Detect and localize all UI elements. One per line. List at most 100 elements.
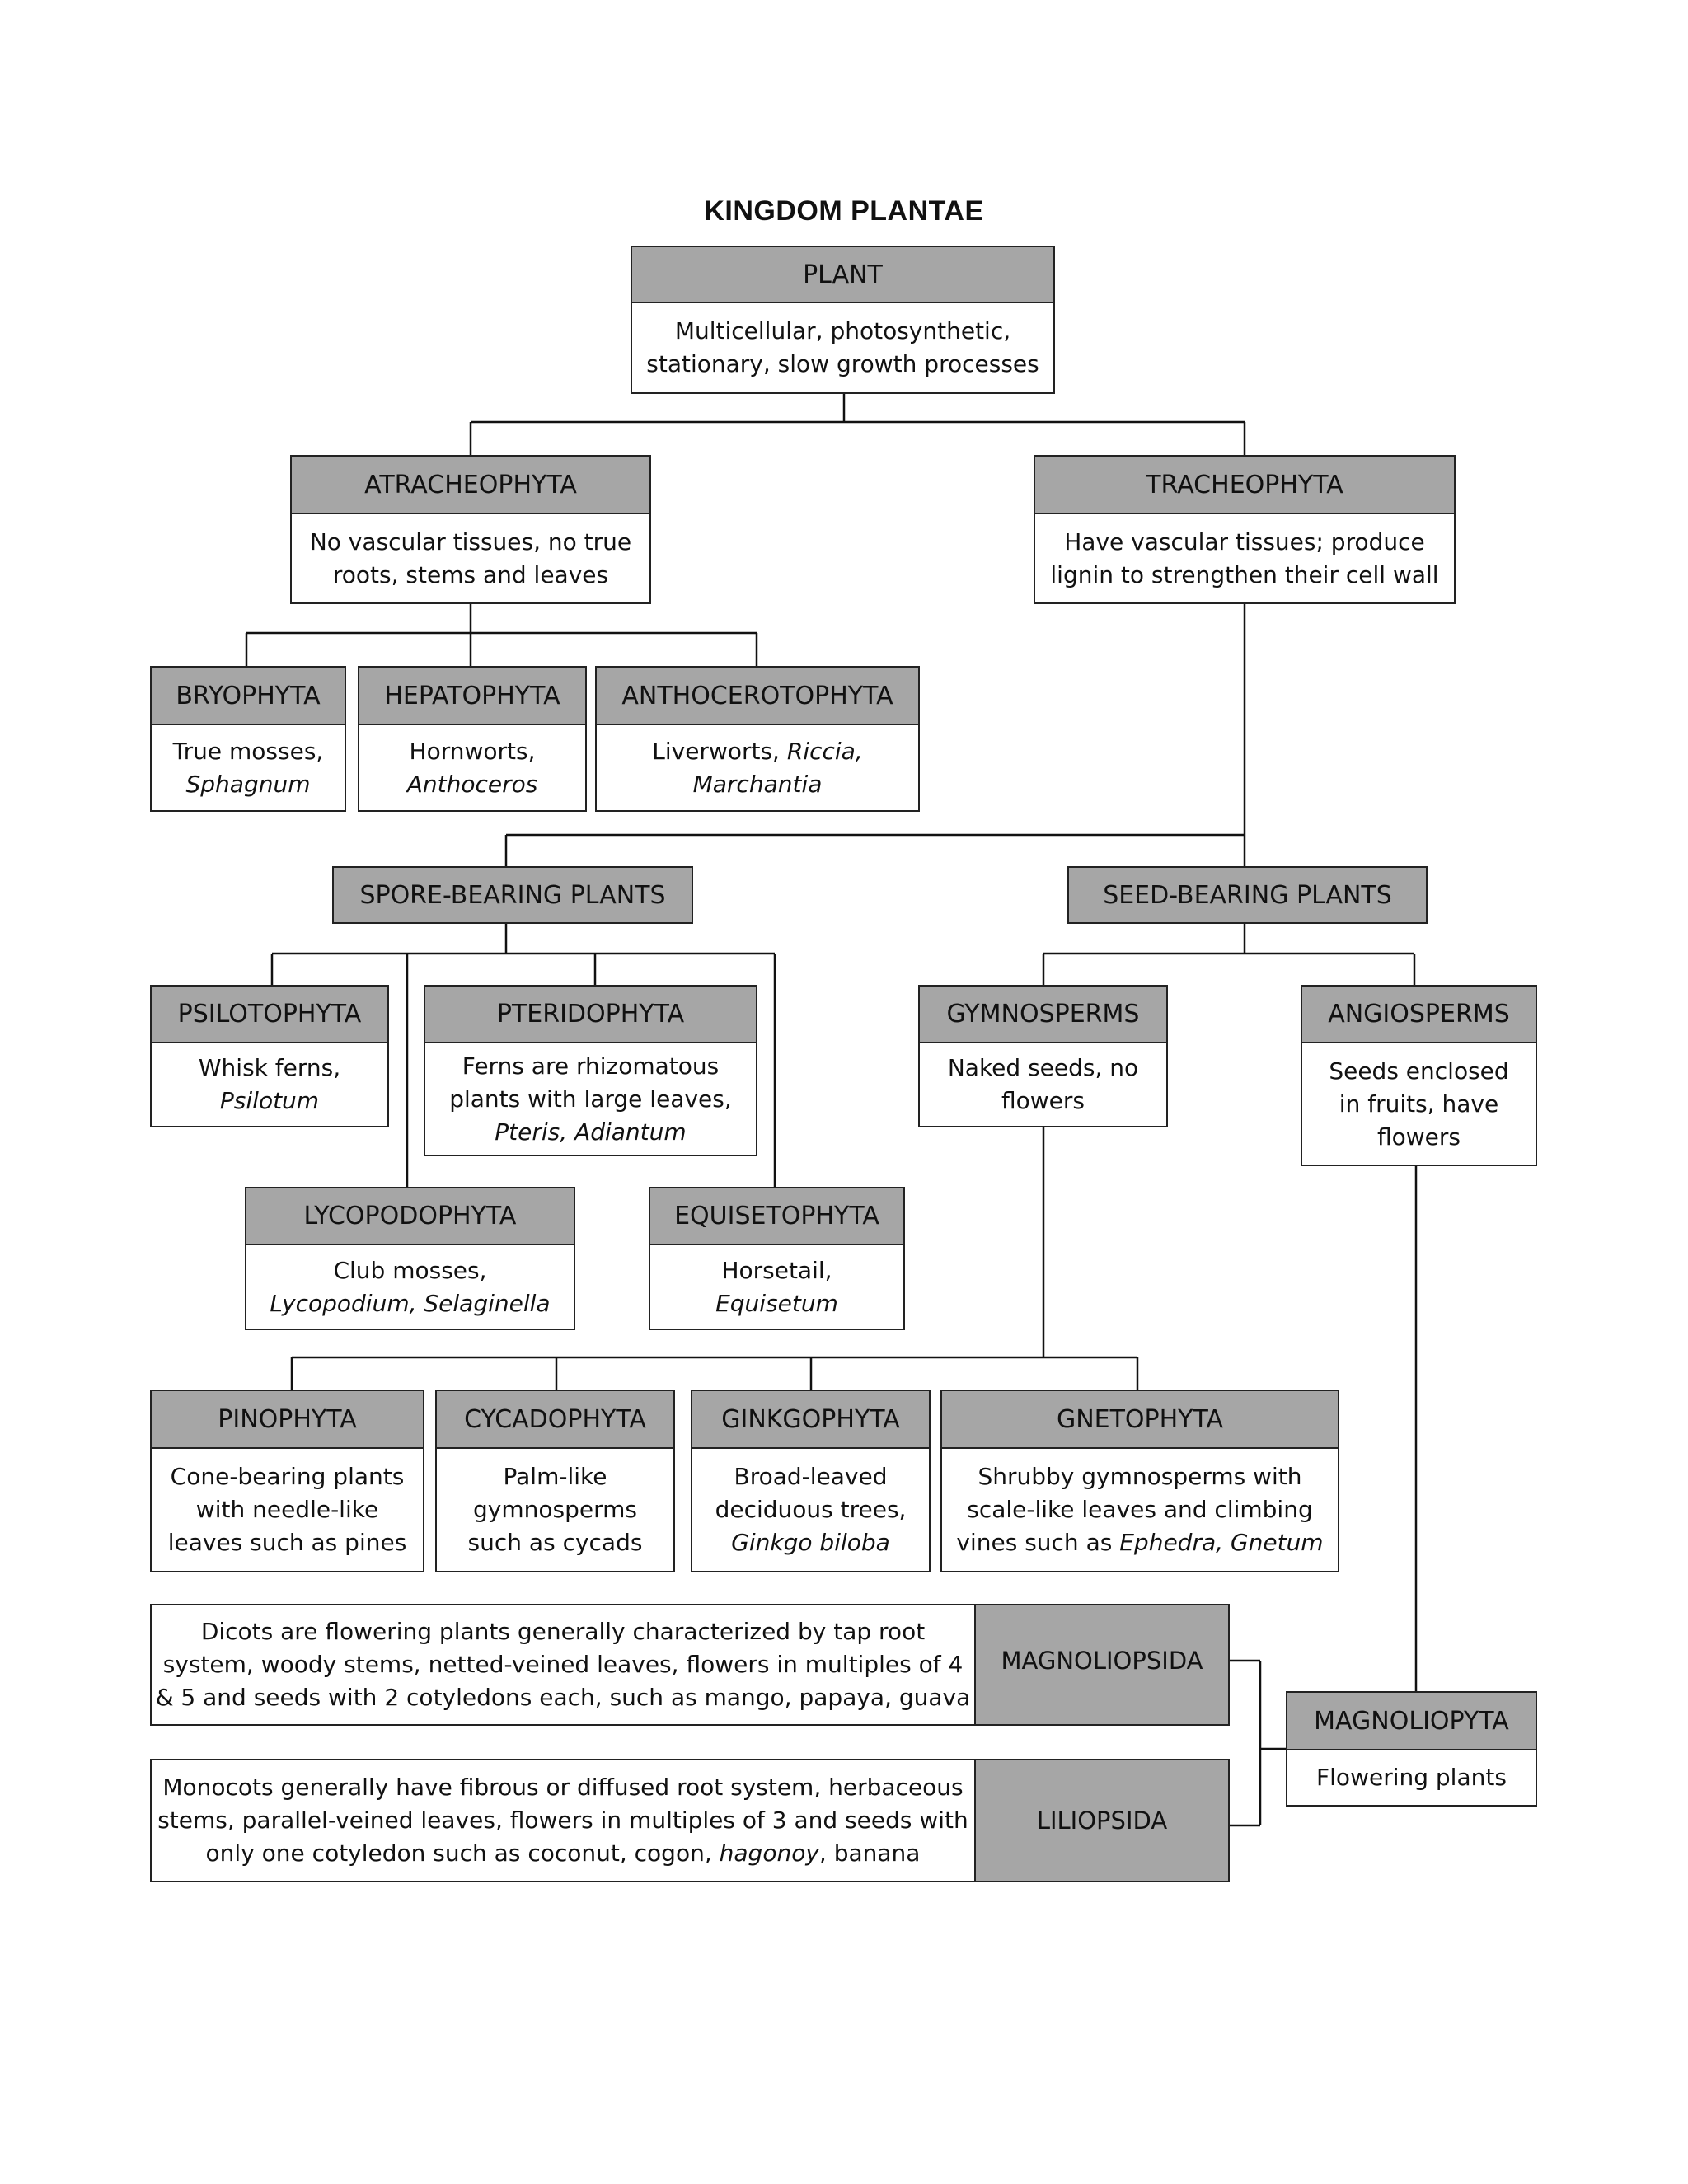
node-equisetophyta-desc: Horsetail, Equisetum — [650, 1245, 903, 1329]
node-bryophyta-desc: True mosses, Sphagnum — [152, 725, 345, 810]
desc-line: Palm-like — [503, 1463, 607, 1490]
desc-line: Hornworts, — [409, 737, 536, 765]
node-lycopodophyta: LYCOPODOPHYTA Club mosses, Lycopodium, S… — [245, 1187, 575, 1330]
desc-line: flowers — [1377, 1122, 1461, 1151]
node-magnoliopsida-desc: Dicots are flowering plants generally ch… — [152, 1605, 976, 1724]
desc-line: with needle-like — [195, 1496, 379, 1523]
desc-line: deciduous trees, — [715, 1496, 907, 1523]
node-anthocerotophyta: ANTHOCEROTOPHYTA Liverworts, Riccia, Mar… — [595, 666, 920, 812]
desc-line: Shrubby gymnosperms with — [978, 1463, 1302, 1490]
desc-line: Monocots generally have fibrous or diffu… — [162, 1774, 964, 1801]
node-liliopsida-title: LILIOPSIDA — [976, 1760, 1228, 1881]
node-cycadophyta-desc: Palm-like gymnosperms such as cycads — [437, 1449, 673, 1571]
desc-line: plants with large leaves, — [449, 1085, 732, 1113]
desc-prefix: only one cotyledon such as coconut, cogo… — [205, 1840, 720, 1867]
node-liliopsida: Monocots generally have fibrous or diffu… — [150, 1759, 1230, 1882]
node-psilotophyta-title: PSILOTOPHYTA — [152, 987, 387, 1043]
desc-line: Horsetail, — [721, 1256, 832, 1284]
desc-line: Dicots are flowering plants generally ch… — [200, 1618, 926, 1645]
node-psilotophyta: PSILOTOPHYTA Whisk ferns, Psilotum — [150, 985, 389, 1127]
desc-line: Have vascular tissues; produce — [1064, 527, 1425, 555]
node-atracheophyta-title: ATRACHEOPHYTA — [292, 457, 649, 514]
node-plant-desc: Multicellular, photosynthetic, stationar… — [632, 303, 1053, 392]
node-hepatophyta-desc: Hornworts, Anthoceros — [359, 725, 585, 810]
node-pinophyta-title: PINOPHYTA — [152, 1391, 423, 1449]
node-equisetophyta-title: EQUISETOPHYTA — [650, 1188, 903, 1245]
desc-line: & 5 and seeds with 2 cotyledons each, su… — [155, 1684, 971, 1711]
node-gnetophyta-desc: Shrubby gymnosperms with scale-like leav… — [942, 1449, 1338, 1571]
node-atracheophyta: ATRACHEOPHYTA No vascular tissues, no tr… — [290, 455, 651, 604]
desc-line: vines such as Ephedra, Gnetum — [956, 1526, 1323, 1559]
desc-examples: Marchantia — [692, 770, 823, 798]
node-seed-bearing-plants: SEED-BEARING PLANTS — [1067, 866, 1428, 924]
node-tracheophyta: TRACHEOPHYTA Have vascular tissues; prod… — [1034, 455, 1456, 604]
node-anthocerotophyta-title: ANTHOCEROTOPHYTA — [597, 668, 918, 725]
node-equisetophyta: EQUISETOPHYTA Horsetail, Equisetum — [649, 1187, 905, 1330]
diagram-title: KINGDOM PLANTAE — [704, 195, 984, 227]
desc-line: system, woody stems, netted-veined leave… — [162, 1651, 964, 1678]
node-angiosperms-title: ANGIOSPERMS — [1302, 987, 1536, 1043]
desc-examples: Riccia, — [786, 737, 863, 765]
node-magnoliopyta: MAGNOLIOPYTA Flowering plants — [1286, 1691, 1537, 1807]
node-ginkgophyta-desc: Broad-leaved deciduous trees, Ginkgo bil… — [692, 1449, 929, 1571]
desc-line: Multicellular, photosynthetic, — [674, 317, 1011, 344]
node-pteridophyta: PTERIDOPHYTA Ferns are rhizomatous plant… — [424, 985, 757, 1156]
desc-line: Whisk ferns, — [198, 1054, 341, 1081]
desc-examples: Ginkgo biloba — [731, 1529, 890, 1556]
node-lycopodophyta-title: LYCOPODOPHYTA — [246, 1188, 574, 1245]
desc-examples: hagonoy — [719, 1840, 819, 1867]
desc-line: stems, parallel-veined leaves, flowers i… — [157, 1807, 968, 1834]
node-magnoliopsida: Dicots are flowering plants generally ch… — [150, 1604, 1230, 1726]
desc-line: leaves such as pines — [167, 1529, 407, 1556]
desc-examples: Anthoceros — [406, 770, 538, 798]
node-pinophyta-desc: Cone-bearing plants with needle-like lea… — [152, 1449, 423, 1571]
desc-line: Liverworts, Riccia, — [652, 735, 862, 768]
desc-examples: Pteris, Adiantum — [495, 1118, 687, 1146]
node-anthocerotophyta-desc: Liverworts, Riccia, Marchantia — [597, 725, 918, 810]
desc-line: only one cotyledon such as coconut, cogo… — [206, 1837, 921, 1870]
node-gymnosperms-title: GYMNOSPERMS — [920, 987, 1166, 1043]
node-pteridophyta-desc: Ferns are rhizomatous plants with large … — [425, 1043, 756, 1155]
desc-line: Flowering plants — [1316, 1764, 1507, 1791]
desc-line: roots, stems and leaves — [332, 560, 609, 588]
desc-examples: Equisetum — [715, 1289, 838, 1317]
node-magnoliopsida-title: MAGNOLIOPSIDA — [976, 1605, 1228, 1724]
desc-line: Ferns are rhizomatous — [462, 1052, 720, 1080]
desc-examples: Sphagnum — [185, 770, 311, 798]
desc-suffix: , banana — [818, 1840, 921, 1867]
desc-examples: Psilotum — [219, 1087, 320, 1114]
desc-line: Seeds enclosed — [1329, 1057, 1509, 1085]
node-plant: PLANT Multicellular, photosynthetic, sta… — [631, 246, 1055, 394]
desc-line: True mosses, — [172, 737, 324, 765]
node-ginkgophyta: GINKGOPHYTA Broad-leaved deciduous trees… — [691, 1390, 931, 1572]
node-gnetophyta: GNETOPHYTA Shrubby gymnosperms with scal… — [940, 1390, 1339, 1572]
node-magnoliopyta-desc: Flowering plants — [1287, 1750, 1536, 1805]
node-spore-bearing-plants: SPORE-BEARING PLANTS — [332, 866, 693, 924]
desc-line: scale-like leaves and climbing — [967, 1496, 1313, 1523]
desc-examples: Ephedra, Gnetum — [1119, 1529, 1324, 1556]
node-plant-title: PLANT — [632, 247, 1053, 303]
node-cycadophyta-title: CYCADOPHYTA — [437, 1391, 673, 1449]
node-ginkgophyta-title: GINKGOPHYTA — [692, 1391, 929, 1449]
node-psilotophyta-desc: Whisk ferns, Psilotum — [152, 1043, 387, 1126]
node-cycadophyta: CYCADOPHYTA Palm-like gymnosperms such a… — [435, 1390, 675, 1572]
node-pinophyta: PINOPHYTA Cone-bearing plants with needl… — [150, 1390, 424, 1572]
desc-line: flowers — [1001, 1087, 1085, 1114]
node-gnetophyta-title: GNETOPHYTA — [942, 1391, 1338, 1449]
node-lycopodophyta-desc: Club mosses, Lycopodium, Selaginella — [246, 1245, 574, 1329]
node-gymnosperms-desc: Naked seeds, no flowers — [920, 1043, 1166, 1126]
desc-line: stationary, slow growth processes — [646, 350, 1039, 377]
desc-line: in fruits, have — [1339, 1090, 1499, 1118]
desc-line: No vascular tissues, no true — [309, 527, 632, 555]
node-angiosperms-desc: Seeds enclosed in fruits, have flowers — [1302, 1043, 1536, 1165]
node-tracheophyta-title: TRACHEOPHYTA — [1035, 457, 1454, 514]
node-hepatophyta-title: HEPATOPHYTA — [359, 668, 585, 725]
desc-examples: Lycopodium, Selaginella — [270, 1289, 551, 1317]
desc-prefix: vines such as — [956, 1529, 1120, 1556]
node-atracheophyta-desc: No vascular tissues, no true roots, stem… — [292, 514, 649, 602]
desc-line: Cone-bearing plants — [170, 1463, 405, 1490]
desc-line: Broad-leaved — [734, 1463, 888, 1490]
node-hepatophyta: HEPATOPHYTA Hornworts, Anthoceros — [358, 666, 587, 812]
desc-line: Club mosses, — [333, 1256, 487, 1284]
